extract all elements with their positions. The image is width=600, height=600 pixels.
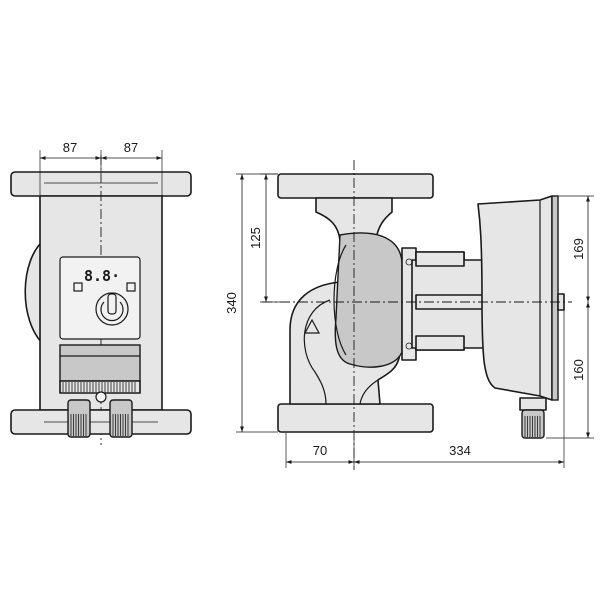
dimension-motor-height: 169 160 [546,195,594,439]
gland-nut-side [519,397,547,411]
display-readout: 8.8· [84,267,120,285]
terminal-box [59,344,141,382]
dimension-front-width: 87 87 [39,140,163,196]
front-view: 8.8· [10,155,192,445]
dim-motor-upper: 169 [571,238,586,260]
dim-front-right: 87 [124,140,138,155]
dim-motor-lower: 160 [571,359,586,381]
pump-head [334,232,403,368]
dim-total-length: 334 [449,443,471,458]
power-icon[interactable] [95,292,129,326]
dim-total-height: 340 [224,292,239,314]
dim-flange-offset: 70 [313,443,327,458]
motor-cover [551,195,559,401]
dimension-length: 70 334 [285,310,565,468]
side-view [262,160,572,470]
dim-upper-height: 125 [248,227,263,249]
dim-front-left: 87 [63,140,77,155]
top-flange-side [277,173,434,199]
triangle-arrow-icon [303,318,321,334]
left-key[interactable] [73,282,83,292]
dimension-upper-height: 125 [248,173,290,303]
right-key[interactable] [126,282,136,292]
bottom-flange-side [277,403,434,433]
motor-housing [477,195,553,401]
dimension-total-height: 340 [224,173,278,433]
gland-screw [95,391,107,403]
